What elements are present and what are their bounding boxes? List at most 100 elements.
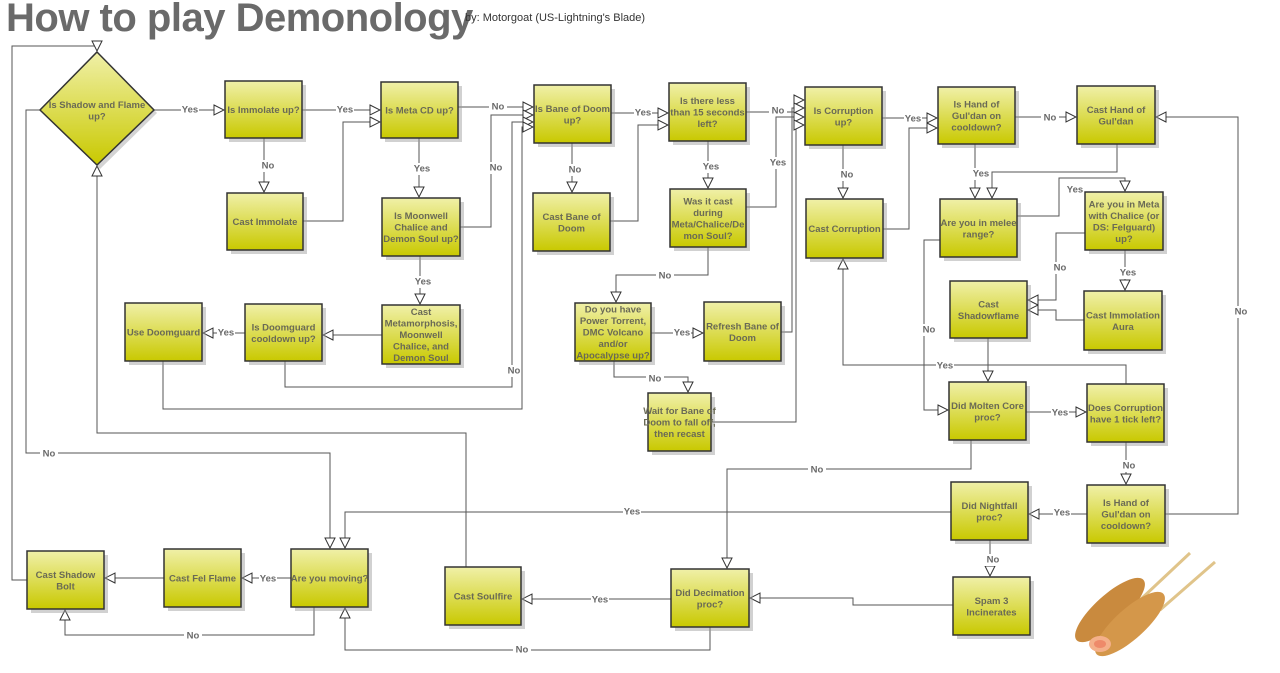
page-title: How to play Demonology: [6, 0, 473, 40]
node-label: mon Soul?: [683, 231, 732, 242]
node-label: than 15 seconds: [670, 108, 744, 119]
node-label: Are you in Meta: [1089, 199, 1160, 210]
node-label: Moonwell: [399, 330, 442, 341]
node-label: then recast: [654, 429, 706, 440]
node-label: proc?: [697, 599, 724, 610]
node-label: Cast Fel Flame: [169, 574, 236, 585]
node-label: cooldown?: [1101, 521, 1151, 532]
node-label: Use Doomguard: [127, 328, 201, 339]
edge-label-yes: Yes: [415, 277, 431, 288]
edge-label-yes: Yes: [703, 162, 719, 173]
node-label: Is Corruption: [814, 106, 874, 117]
node-label: Is Moonwell: [394, 211, 448, 222]
edge-label-yes: Yes: [674, 328, 690, 339]
node-label: Chalice, and: [393, 342, 449, 353]
node-label: Did Molten Core: [951, 401, 1024, 412]
node-label: Do you have: [585, 305, 642, 316]
node-label: and/or: [598, 339, 627, 350]
connector-arrow: [883, 128, 937, 230]
node-label: Incinerates: [966, 607, 1016, 618]
node-label: Demon Soul: [393, 353, 448, 364]
node-label: cooldown?: [951, 123, 1001, 134]
node-label: Gul'dan on: [952, 111, 1001, 122]
node-label: Shadowflame: [958, 311, 1019, 322]
edge-label-no: No: [492, 102, 505, 113]
edge-label-no: No: [649, 374, 662, 385]
node-label: up?: [88, 111, 106, 122]
node-label: Chalice and: [394, 223, 448, 234]
edge-label-yes: Yes: [905, 114, 921, 125]
edge-label-no: No: [569, 165, 582, 176]
edge-label-yes: Yes: [260, 574, 276, 585]
node-label: Metamorphosis,: [385, 319, 458, 330]
node-label: Cast Shadow: [36, 570, 96, 581]
connector-arrow: [1017, 177, 1125, 217]
node-label: Aura: [1112, 322, 1134, 333]
node-label: Cast Hand of: [1087, 105, 1146, 116]
connector-arrow: [345, 511, 951, 548]
author-credit: by: Motorgoat (US-Lightning's Blade): [465, 12, 646, 24]
node-label: up?: [835, 117, 853, 128]
node-label: Spam 3: [975, 596, 1009, 607]
edge-label-no: No: [516, 645, 529, 656]
node-label: Doom: [558, 223, 585, 234]
node-label: Is Doomguard: [252, 322, 316, 333]
edge-label-yes: Yes: [1052, 408, 1068, 419]
connector-arrow: [25, 109, 330, 548]
node-label: Gul'dan on: [1101, 510, 1150, 521]
node-label: Meta/Chalice/De: [672, 219, 745, 230]
edge-label-no: No: [1123, 461, 1136, 472]
edge-label-yes: Yes: [937, 361, 953, 372]
edge-label-yes: Yes: [337, 105, 353, 116]
node-label: up?: [1115, 234, 1133, 245]
node-soulfire: Cast Soulfire: [444, 566, 525, 629]
connector-arrow: [750, 598, 953, 606]
node-label: Is Hand of: [954, 100, 1001, 111]
edge-label-no: No: [262, 161, 275, 172]
node-label: proc?: [976, 512, 1003, 523]
node-label: left?: [697, 119, 717, 130]
edge-label-yes: Yes: [770, 158, 786, 169]
node-label: range?: [963, 229, 995, 240]
node-label: Doom to fall off,: [643, 418, 715, 429]
edge-label-yes: Yes: [182, 105, 198, 116]
node-moving: Are you moving?: [290, 548, 372, 611]
connector-arrow: [303, 122, 380, 222]
connector-arrow: [1028, 310, 1084, 321]
edge-label-yes: Yes: [635, 108, 651, 119]
connector-arrow: [727, 440, 972, 568]
node-label: Did Decimation: [675, 588, 744, 599]
node-label: Is Shadow and Flame: [49, 100, 146, 111]
node-cast-immolate: Cast Immolate: [226, 192, 307, 254]
connector-arrow: [97, 166, 467, 567]
edge-label-no: No: [923, 325, 936, 336]
node-label: Refresh Bane of: [706, 321, 780, 332]
edge-label-no: No: [811, 465, 824, 476]
node-fel-flame: Cast Fel Flame: [163, 548, 245, 611]
node-label: cooldown up?: [251, 334, 316, 345]
node-label: during: [693, 208, 723, 219]
node-label: Cast Soulfire: [454, 592, 513, 603]
node-cast-corruption: Cast Corruption: [805, 198, 887, 262]
node-label: have 1 tick left?: [1090, 414, 1161, 425]
node-label: Is Bane of Doom: [535, 104, 610, 115]
node-meta-cd: Is Meta CD up?: [380, 81, 462, 142]
connector-arrow: [992, 144, 1118, 198]
edge-label-no: No: [1054, 263, 1067, 274]
connector-arrow: [610, 125, 668, 222]
node-label: Does Corruption: [1088, 403, 1163, 414]
